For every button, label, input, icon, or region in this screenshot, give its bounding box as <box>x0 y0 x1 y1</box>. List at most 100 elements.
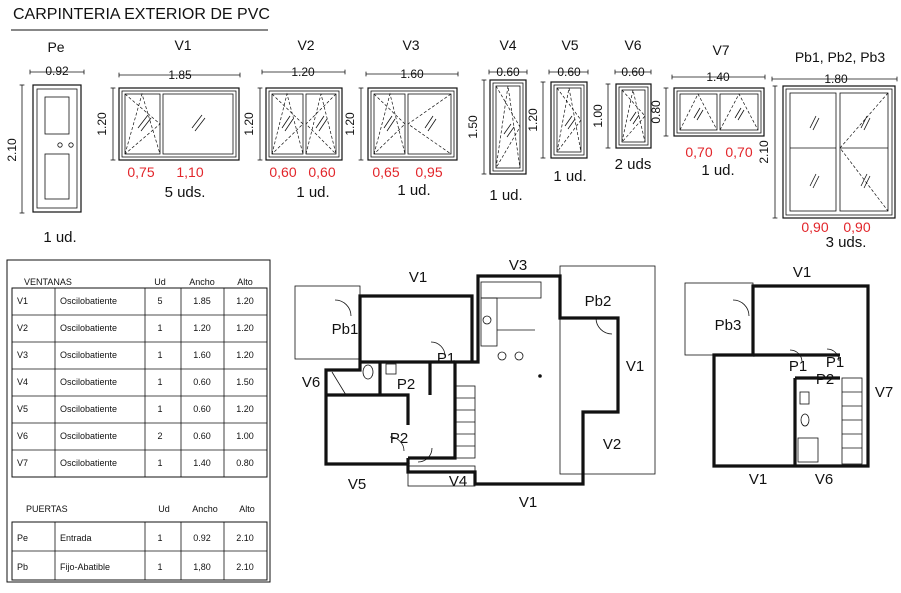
window-row-w: 0.60 <box>193 377 211 387</box>
sash-widths: 0,75 1,10 0,60 0,60 0,65 0,95 0,70 0,70 … <box>127 144 870 235</box>
uf-label-v1-top: V1 <box>793 264 811 281</box>
doors-col-width: Ancho <box>192 504 218 514</box>
uf-label-p1-right: P1 <box>826 354 844 371</box>
door-row-w: 0.92 <box>193 533 211 543</box>
window-v1-elevation <box>118 87 240 161</box>
door-row-ud: 1 <box>157 533 162 543</box>
door-row-type: Entrada <box>60 533 92 543</box>
sash-pb-right: 0,90 <box>843 219 870 235</box>
width-v4: 0.60 <box>496 65 520 79</box>
window-v5-elevation <box>550 81 588 159</box>
windows-table-heading: VENTANAS <box>24 277 72 287</box>
window-row-h: 0.80 <box>236 458 254 468</box>
sash-pb-left: 0,90 <box>801 219 828 235</box>
window-v4-elevation <box>489 79 527 175</box>
gf-label-v1-bottom: V1 <box>519 494 537 511</box>
window-v6-elevation <box>615 83 652 149</box>
window-row-code: V6 <box>17 431 28 441</box>
gf-label-v1-right: V1 <box>626 358 644 375</box>
qty-v6: 2 uds <box>615 156 652 173</box>
door-row-type: Fijo-Abatible <box>60 562 110 572</box>
window-row-code: V4 <box>17 377 28 387</box>
gf-label-v5: V5 <box>348 476 366 493</box>
window-row-h: 1.20 <box>236 350 254 360</box>
sash-v3-right: 0,95 <box>415 164 442 180</box>
height-v2: 1.20 <box>242 112 256 136</box>
height-pe: 2.10 <box>5 138 19 162</box>
width-v5: 0.60 <box>557 65 581 79</box>
gf-label-v3: V3 <box>509 257 527 274</box>
sash-v3-left: 0,65 <box>372 164 399 180</box>
element-codes: Pe V1 V2 V3 V4 V5 V6 V7 Pb1, Pb2, Pb3 <box>47 37 885 65</box>
gf-label-v6: V6 <box>302 374 320 391</box>
window-row-code: V1 <box>17 296 28 306</box>
window-row-code: V2 <box>17 323 28 333</box>
window-row-w: 1.20 <box>193 323 211 333</box>
code-pe: Pe <box>47 39 64 55</box>
door-row-code: Pb <box>17 562 28 572</box>
window-row-type: Oscilobatiente <box>60 404 117 414</box>
sash-v7-left: 0,70 <box>685 144 712 160</box>
qty-v1: 5 uds. <box>165 184 206 201</box>
gf-label-v1-top: V1 <box>409 269 427 286</box>
window-row-h: 1.00 <box>236 431 254 441</box>
height-dimensions: 2.10 1.20 1.20 1.20 1.50 1.20 1.00 0.80 … <box>5 79 778 219</box>
window-row-type: Oscilobatiente <box>60 377 117 387</box>
window-row-type: Oscilobatiente <box>60 458 117 468</box>
height-v5: 1.20 <box>526 108 540 132</box>
width-v2: 1.20 <box>291 65 315 79</box>
upper-floor-plan <box>684 282 870 468</box>
qty-v5: 1 ud. <box>553 168 586 185</box>
uf-label-p1-left: P1 <box>789 358 807 375</box>
window-row-code: V5 <box>17 404 28 414</box>
height-v3: 1.20 <box>343 112 357 136</box>
gf-label-pb2: Pb2 <box>585 293 612 310</box>
window-row-type: Oscilobatiente <box>60 431 117 441</box>
width-pe: 0.92 <box>45 64 69 78</box>
code-v3: V3 <box>402 37 419 53</box>
width-v3: 1.60 <box>400 67 424 81</box>
ground-floor-plan <box>294 265 656 487</box>
doors-table-heading: PUERTAS <box>26 504 68 514</box>
window-row-w: 1.40 <box>193 458 211 468</box>
qty-v4: 1 ud. <box>489 187 522 204</box>
window-row-code: V3 <box>17 350 28 360</box>
uf-label-p2: P2 <box>816 371 834 388</box>
quantities: 1 ud. 5 uds. 1 ud. 1 ud. 1 ud. 1 ud. 2 u… <box>43 156 866 251</box>
window-row-w: 0.60 <box>193 404 211 414</box>
window-row-ud: 1 <box>157 377 162 387</box>
qty-v3: 1 ud. <box>397 182 430 199</box>
window-row-h: 1.20 <box>236 296 254 306</box>
height-v4: 1.50 <box>466 115 480 139</box>
height-v1: 1.20 <box>95 112 109 136</box>
width-v7: 1.40 <box>706 70 730 84</box>
code-v2: V2 <box>297 37 314 53</box>
code-pb: Pb1, Pb2, Pb3 <box>795 49 886 65</box>
ground-plan-labels: V1 V3 Pb2 Pb1 P1 V1 V6 P2 P2 V2 V5 V4 V1 <box>302 257 644 511</box>
windows-col-ud: Ud <box>154 277 166 287</box>
windows-col-width: Ancho <box>189 277 215 287</box>
gf-label-p1: P1 <box>437 350 455 367</box>
door-row-code: Pe <box>17 533 28 543</box>
width-v6: 0.60 <box>621 65 645 79</box>
width-pb: 1.80 <box>824 72 848 86</box>
window-row-w: 1.60 <box>193 350 211 360</box>
uf-label-v1-bottom: V1 <box>749 471 767 488</box>
code-v5: V5 <box>561 37 578 53</box>
uf-label-v7: V7 <box>875 384 893 401</box>
sash-v2-right: 0,60 <box>308 164 335 180</box>
sash-v1-right: 1,10 <box>176 164 203 180</box>
window-v7-elevation <box>673 87 765 137</box>
qty-pb: 3 uds. <box>826 234 867 251</box>
sash-v1-left: 0,75 <box>127 164 154 180</box>
window-row-ud: 1 <box>157 404 162 414</box>
